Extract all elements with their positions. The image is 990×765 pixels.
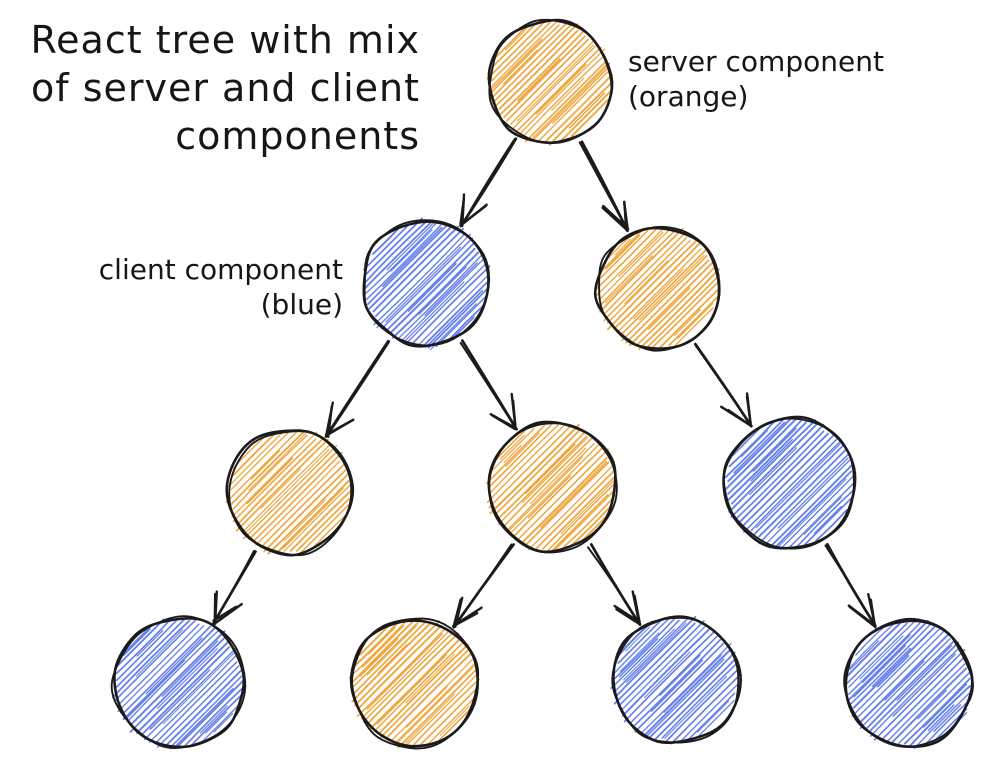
- client-component-node: [843, 617, 974, 749]
- tree-edge-arrow: [459, 339, 518, 431]
- tree-edge-arrow: [587, 543, 642, 626]
- tree-edge-arrow: [824, 542, 877, 629]
- client-component-node: [362, 217, 491, 350]
- client-component-node: [722, 415, 857, 550]
- title-line-1: React tree with mix: [30, 18, 420, 62]
- client-component-node: [110, 615, 247, 750]
- server-label-line-1: server component: [628, 45, 884, 78]
- server-label-line-2: (orange): [628, 80, 749, 113]
- server-component-node: [486, 18, 614, 146]
- server-component-node: [486, 420, 618, 554]
- tree-edge-arrow: [324, 339, 391, 438]
- tree-edge-arrow: [212, 549, 257, 625]
- tree-edge-arrow: [452, 543, 515, 629]
- tree-edge-arrow: [578, 140, 630, 233]
- title-line-2: of server and client: [30, 66, 420, 110]
- server-component-node: [348, 616, 480, 750]
- client-label-line-2: (blue): [260, 288, 343, 321]
- client-component-label: client component (blue): [78, 252, 343, 322]
- client-component-node: [610, 615, 742, 745]
- tree-edge-arrow: [459, 137, 518, 228]
- server-component-node: [593, 225, 721, 352]
- client-label-line-1: client component: [98, 253, 343, 286]
- server-component-node: [225, 428, 355, 557]
- tree-edge-arrow: [694, 342, 753, 428]
- server-component-label: server component (orange): [628, 44, 884, 114]
- diagram-title: React tree with mix of server and client…: [8, 16, 420, 160]
- title-line-3: components: [175, 114, 420, 158]
